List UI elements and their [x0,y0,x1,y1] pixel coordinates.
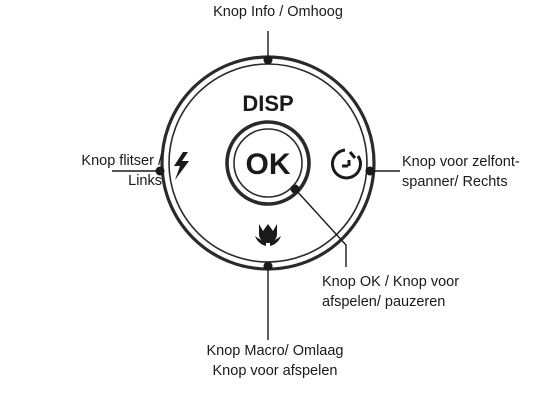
label-flash-left-line1: Knop flitser / [81,153,162,169]
label-self-timer-right: Knop voor zelfont- spanner/ Rechts [402,152,554,192]
label-macro-down: Knop Macro/ Omlaag Knop voor afspelen [140,341,410,381]
label-macro-down-line2: Knop voor afspelen [212,363,338,379]
leader-dot-bottom [263,261,273,271]
self-timer-icon[interactable] [330,148,362,180]
label-ok-play-pause: Knop OK / Knop voor afspelen/ pauzeren [322,272,552,312]
label-self-timer-right-line2: spanner/ Rechts [402,174,508,190]
flash-icon[interactable] [174,152,189,180]
leader-dot-right [365,166,375,176]
macro-tulip-icon[interactable] [255,224,281,246]
leader-dot-left [155,166,165,176]
leader-line-ok [294,188,347,267]
label-flash-left: Knop flitser / Links [2,151,162,191]
disp-button-label[interactable]: DISP [242,91,293,116]
leader-dot-top [263,55,273,65]
leader-lines [112,31,400,340]
ok-button-label[interactable]: OK [246,148,291,181]
label-macro-down-line1: Knop Macro/ Omlaag [206,343,344,359]
label-info-up: Knop Info / Omhoog [158,2,398,22]
label-info-up-text: Knop Info / Omhoog [213,4,343,20]
label-flash-left-line2: Links [128,173,162,189]
label-ok-play-pause-line2: afspelen/ pauzeren [322,294,446,310]
ok-button-inner-ring [233,128,303,198]
leader-dot-ok [290,184,300,194]
label-self-timer-right-line1: Knop voor zelfont- [402,154,520,170]
label-ok-play-pause-line1: Knop OK / Knop voor [322,274,460,290]
ok-button-outer-ring[interactable] [225,120,311,206]
